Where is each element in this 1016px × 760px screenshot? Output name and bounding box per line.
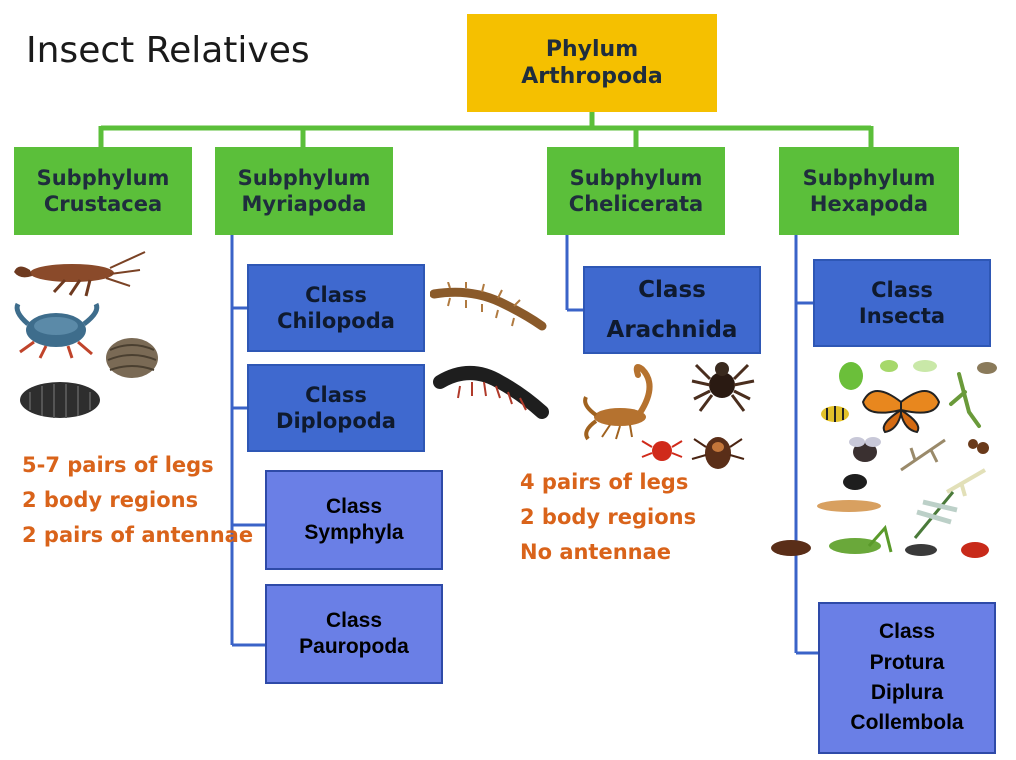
mantis-icon [949,372,981,428]
subphylum-name: Hexapoda [809,192,929,216]
page-title: Insect Relatives [26,30,310,71]
class-insecta-box: Class Insecta [813,259,991,347]
class-label: Class [325,608,383,632]
class-name-protura: Protura [869,650,945,674]
beetle-icon [843,474,867,490]
leafhopper-icon [839,362,863,390]
subphylum-crustacea-box: Subphylum Crustacea [14,147,192,235]
firefly-icon [905,544,937,556]
class-pauropoda-box: Class Pauropoda [265,584,443,684]
class-label: Class [638,276,706,303]
green-connectors [98,112,874,147]
centipede-icon [430,282,547,331]
class-label: Class [305,282,367,307]
crab-icon [14,302,100,359]
class-protura-diplura-collembola-box: Class Protura Diplura Collembola [818,602,996,754]
mayfly-icon [945,468,987,497]
subphylum-name: Crustacea [43,192,163,216]
cicada-icon [913,360,937,372]
wasp-icon [821,406,849,422]
class-name-diplura: Diplura [870,681,944,704]
stick-insect-icon [900,438,946,472]
blue-connectors [230,235,818,655]
millipede-icon [433,366,549,419]
aphid-icon [880,360,898,372]
class-label: Class [871,277,933,302]
subphylum-label: Subphylum [237,165,371,190]
class-symphyla-box: Class Symphyla [265,470,443,570]
butterfly-icon [861,390,941,434]
class-name: Pauropoda [299,635,409,658]
class-diplopoda-box: Class Diplopoda [247,364,425,452]
subphylum-name: Chelicerata [568,192,704,216]
phylum-label: Phylum [545,36,639,62]
subphylum-myriapoda-box: Subphylum Myriapoda [215,147,393,235]
class-name: Arachnida [606,317,738,343]
trait-line: 5-7 pairs of legs [22,453,214,477]
trait-line: No antennae [520,540,672,564]
class-label: Class [325,494,383,518]
class-arachnida-box: Class Arachnida [583,266,761,354]
chelicerata-traits: 4 pairs of legs 2 body regions No antenn… [520,465,696,570]
crayfish-icon [14,251,146,297]
tick-icon [691,437,745,469]
class-name: Diplopoda [276,409,396,433]
trait-line: 2 body regions [520,505,697,529]
subphylum-label: Subphylum [569,165,703,190]
class-name: Chilopoda [277,309,395,333]
class-name-collembola: Collembola [850,711,964,735]
scorpion-icon [583,364,653,441]
phylum-name: Arthropoda [521,64,663,89]
phylum-box: Phylum Arthropoda [467,14,717,112]
spider-icon [691,362,755,412]
trait-line: 4 pairs of legs [520,470,689,494]
mite-icon [641,440,683,461]
crustacean-images [14,251,158,418]
grasshopper-icon [829,524,893,554]
subphylum-label: Subphylum [802,165,936,190]
subphylum-hexapoda-box: Subphylum Hexapoda [779,147,959,235]
crustacea-traits: 5-7 pairs of legs 2 body regions 2 pairs… [22,448,253,553]
trait-line: 2 body regions [22,488,199,512]
subphylum-chelicerata-box: Subphylum Chelicerata [547,147,725,235]
subphylum-label: Subphylum [36,165,170,190]
class-label: Class [878,620,936,644]
myriapod-images [430,282,549,419]
ant-icon [968,439,989,454]
fly-icon [977,362,997,374]
class-chilopoda-box: Class Chilopoda [247,264,425,352]
pillbug-icon [106,338,158,378]
class-label: Class [305,382,367,407]
ladybug-icon [961,542,989,558]
class-name: Symphyla [304,521,404,544]
housefly-icon [849,437,881,462]
class-name: Insecta [858,304,946,328]
woodlouse-icon [20,382,100,418]
arachnid-images [583,362,755,469]
subphylum-name: Myriapoda [241,192,367,216]
termite-icon [817,500,881,512]
insect-images [771,360,997,558]
trait-line: 2 pairs of antennae [22,523,254,547]
cockroach-icon [771,540,811,556]
dragonfly-icon [913,491,958,539]
